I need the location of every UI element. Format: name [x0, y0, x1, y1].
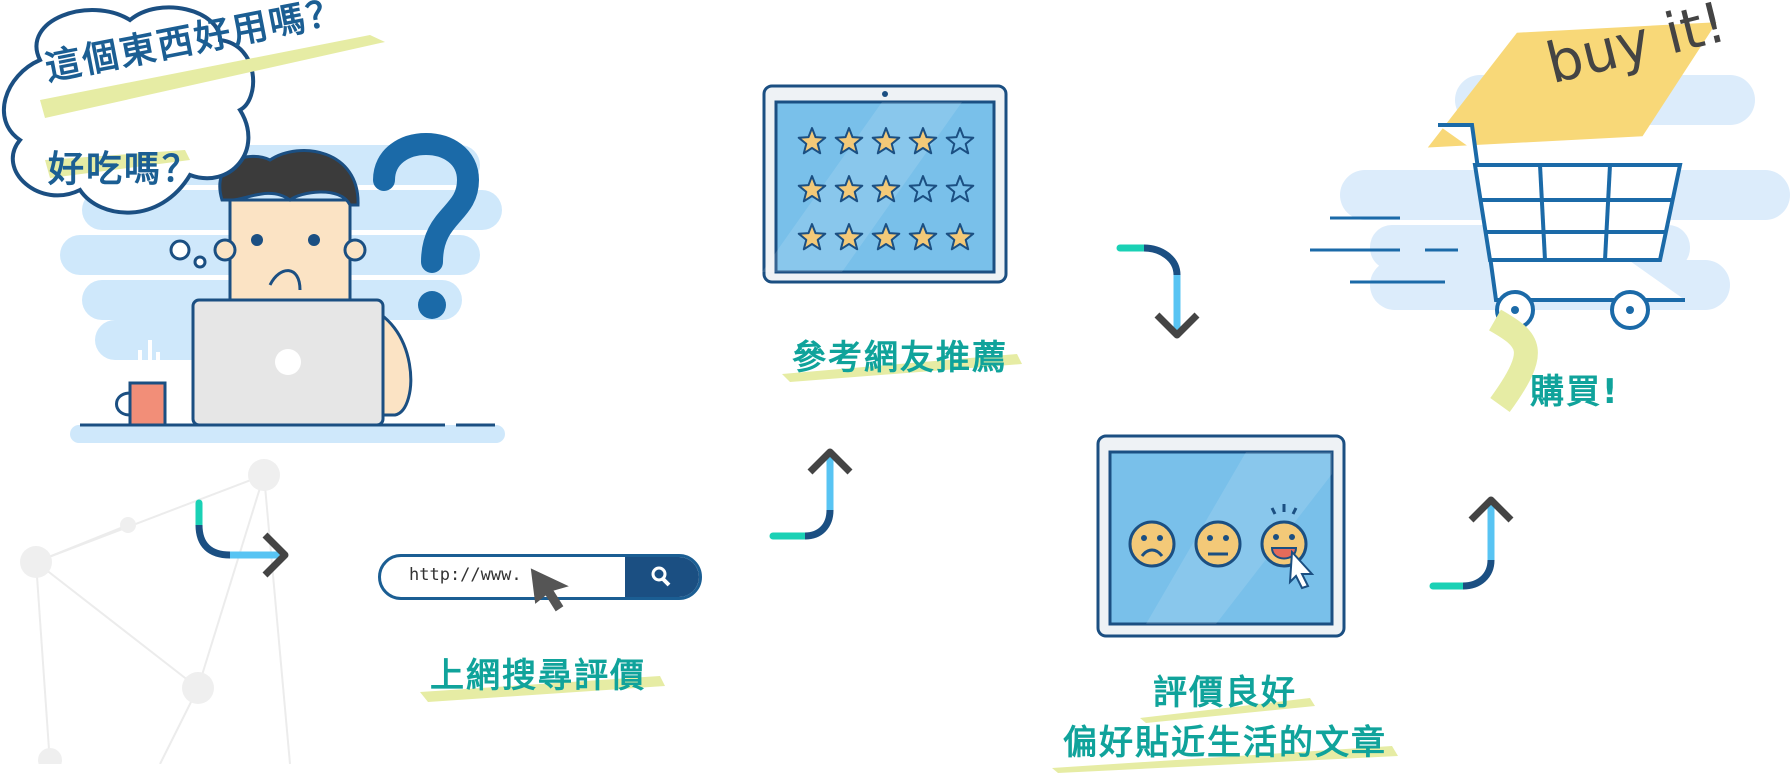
- url-text: http://www.: [409, 565, 522, 585]
- flow-arrow-1: [195, 499, 289, 578]
- filled-star-icon: [834, 127, 864, 155]
- review-tablet: [1096, 434, 1346, 638]
- thinking-person-illustration: [2, 5, 505, 443]
- thought-question-2: 好吃嗎？: [48, 149, 201, 190]
- step-label-good-review: 評價良好 偏好貼近生活的文章: [1050, 668, 1400, 773]
- filled-star-icon: [871, 127, 901, 155]
- question-mark-icon: [373, 133, 480, 273]
- buy-label-text: 購買!: [1530, 372, 1620, 412]
- step-label-buy: 購買!: [1530, 364, 1620, 413]
- filled-star-icon: [871, 175, 901, 203]
- rating-tablet: [762, 84, 1008, 284]
- empty-star-icon: [945, 127, 975, 155]
- sad-face-icon: [1128, 520, 1176, 568]
- filled-star-icon: [908, 127, 938, 155]
- cursor-pointer-icon: [530, 568, 569, 612]
- filled-star-icon: [834, 175, 864, 203]
- recommend-label-text: 參考網友推薦: [792, 338, 1008, 378]
- good-review-line2: 偏好貼近生活的文章: [1063, 723, 1387, 763]
- filled-star-icon: [908, 223, 938, 251]
- filled-star-icon: [797, 127, 827, 155]
- filled-star-icon: [797, 175, 827, 203]
- search-label-text: 上網搜尋評價: [430, 656, 646, 696]
- filled-star-icon: [834, 223, 864, 251]
- flow-arrow-2: [769, 448, 853, 540]
- filled-star-icon: [945, 223, 975, 251]
- neutral-face-icon: [1194, 520, 1242, 568]
- search-icon: [651, 566, 671, 587]
- flow-arrow-4: [1429, 496, 1514, 590]
- search-button[interactable]: [625, 557, 699, 597]
- filled-star-icon: [871, 223, 901, 251]
- step-label-search: 上網搜尋評價: [420, 648, 665, 702]
- flow-arrow-3: [1116, 244, 1200, 339]
- shopping-cart-illustration: [1310, 22, 1790, 413]
- empty-star-icon: [945, 175, 975, 203]
- cursor-icon: [1288, 549, 1315, 590]
- good-review-line1: 評價良好: [1153, 673, 1297, 713]
- step-label-recommend: 參考網友推薦: [782, 330, 1022, 382]
- background-network: [20, 459, 291, 764]
- empty-star-icon: [908, 175, 938, 203]
- filled-star-icon: [797, 223, 827, 251]
